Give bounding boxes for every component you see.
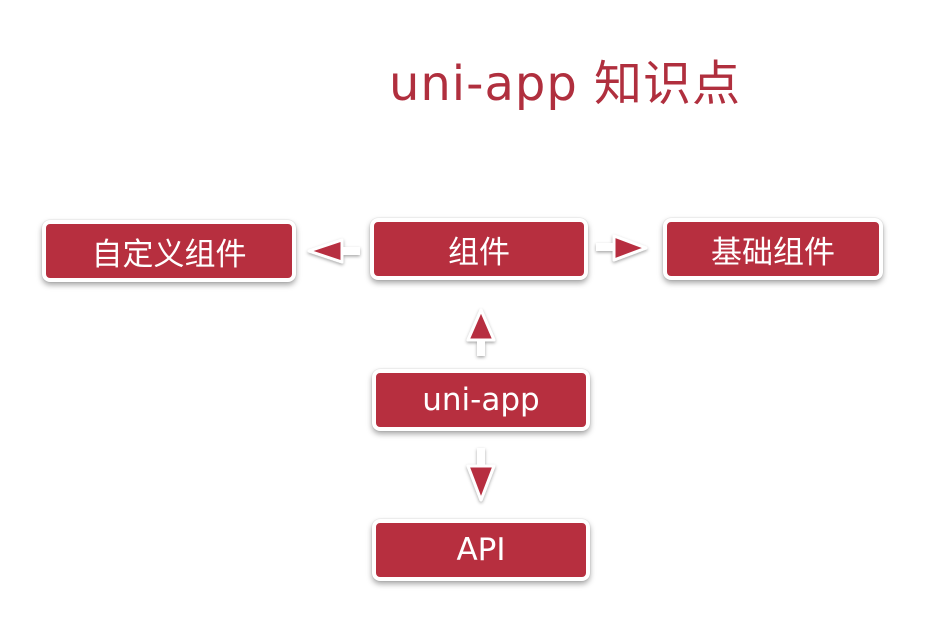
node-basic-components: 基础组件	[663, 218, 883, 280]
node-basic-components-label: 基础组件	[711, 234, 835, 271]
node-api: API	[372, 519, 590, 581]
arrow-to-custom-components	[307, 238, 360, 264]
node-custom-components: 自定义组件	[42, 220, 296, 282]
node-uni-app: uni-app	[372, 369, 590, 431]
arrow-to-basic-components	[596, 234, 648, 262]
arrow-to-components	[466, 308, 496, 356]
page-title: uni-app 知识点	[388, 56, 742, 112]
node-custom-components-label: 自定义组件	[91, 236, 247, 273]
node-api-label: API	[456, 532, 506, 568]
node-components: 组件	[370, 218, 588, 280]
node-components-label: 组件	[448, 234, 510, 271]
arrow-to-api	[466, 448, 496, 502]
node-uni-app-label: uni-app	[422, 382, 540, 418]
